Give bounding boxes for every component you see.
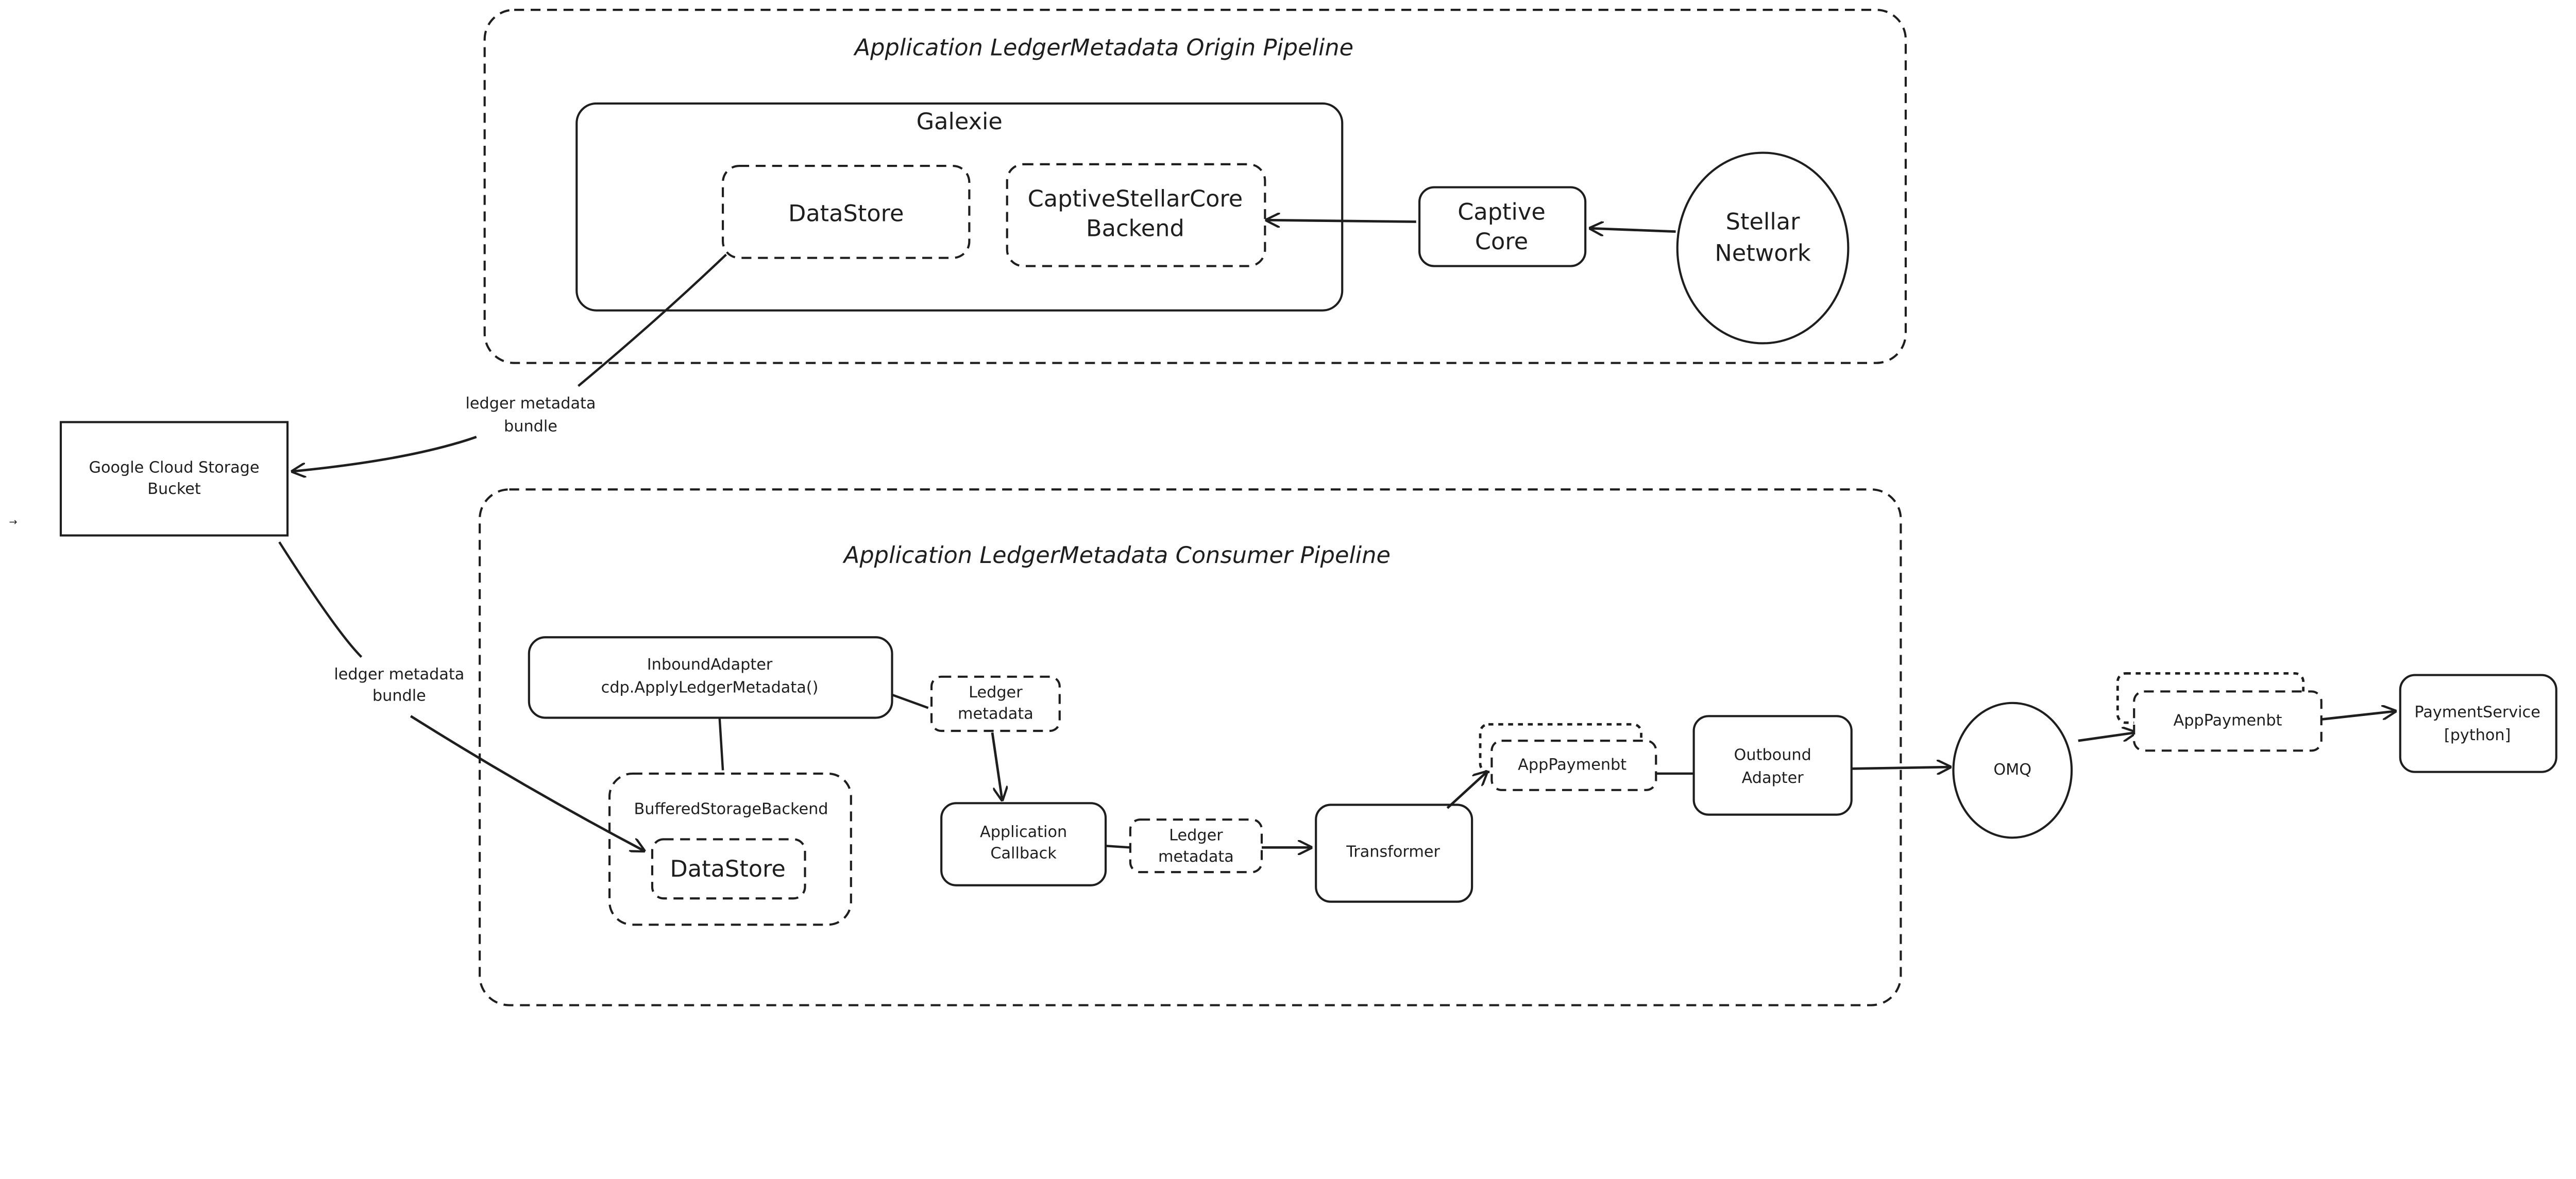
buffered-datastore-label: DataStore [670,856,786,882]
arrow-to-buffered-datastore [410,715,644,850]
outbound-adapter-node: Outbound Adapter [1692,715,1853,816]
ledger-metadata-2-line-1: Ledger [1169,827,1223,845]
captive-stellar-core-backend-node: CaptiveStellarCore Backend [1006,163,1266,267]
payment-service-line-2: [python] [2444,726,2511,744]
gcs-bucket-line-2: Bucket [147,480,201,498]
omq-node: OMQ [1952,702,2073,839]
galexie-datastore-label: DataStore [788,200,904,227]
payment-service-node: PaymentService [python] [2399,674,2557,773]
captive-core-node: Captive Core [1418,186,1587,267]
ledger-metadata-1-line-1: Ledger [969,684,1023,702]
edge-label-origin-line-1: ledger metadata [465,395,596,413]
consumer-pipeline-title: Application LedgerMetadata Consumer Pipe… [842,542,1391,569]
origin-pipeline-title: Application LedgerMetadata Origin Pipeli… [853,35,1353,61]
inbound-adapter-line-1: InboundAdapter [647,656,773,674]
inbound-adapter-node: InboundAdapter cdp.ApplyLedgerMetadata() [528,636,893,719]
captive-backend-line-2: Backend [1086,215,1184,242]
architecture-diagram: Application LedgerMetadata Origin Pipeli… [9,9,2557,1006]
edge-label-origin-line-2: bundle [504,418,557,436]
outbound-adapter-line-2: Adapter [1742,769,1804,787]
gcs-bucket-line-1: Google Cloud Storage [89,458,260,476]
arrow-captive-core-to-backend [1267,220,1416,221]
application-callback-line-2: Callback [990,845,1057,863]
edge-callback-to-ledger-metadata [1105,844,1131,849]
arrow-to-gcs-bucket [293,435,477,471]
app-payment-2-label: AppPaymenbt [2173,711,2282,729]
edge-label-consumer-line-2: bundle [372,687,426,705]
buffered-backend-label: BufferedStorageBackend [634,800,828,818]
edge-gcs-to-consumer-part1 [278,541,363,658]
arrow-to-app-payment-2 [2078,732,2136,742]
stellar-network-node: Stellar Network [1676,151,1850,345]
stellar-network-line-2: Network [1715,240,1810,266]
edge-datastore-to-gcs-part1 [578,253,727,387]
arrow-network-to-captive-core [1590,228,1676,231]
transformer-label: Transformer [1346,843,1440,861]
transformer-node: Transformer [1315,804,1473,903]
captive-core-line-2: Core [1475,228,1528,255]
outbound-adapter-line-1: Outbound [1734,746,1811,764]
arrow-to-application-callback [991,732,1002,800]
application-callback-line-1: Application [980,823,1067,841]
app-payment-1-label: AppPaymenbt [1518,756,1626,774]
app-payment-stack-1: AppPaymenbt [1479,723,1657,791]
edge-label-consumer-line-1: ledger metadata [334,665,464,684]
ledger-metadata-node-2: Ledger metadata [1129,818,1263,874]
stray-arrow-icon: → [9,516,18,528]
arrow-to-payment-service [2321,711,2395,721]
omq-label: OMQ [1993,761,2031,779]
origin-pipeline-container: Application LedgerMetadata Origin Pipeli… [483,9,1907,364]
app-payment-stack-2: AppPaymenbt [2116,672,2323,752]
galexie-box: Galexie [575,102,1344,312]
captive-backend-line-1: CaptiveStellarCore [1028,185,1243,212]
ledger-metadata-1-line-2: metadata [958,705,1033,723]
stellar-network-line-1: Stellar [1726,209,1800,235]
captive-core-line-1: Captive [1458,199,1546,226]
arrow-to-app-payment-1 [1446,772,1487,809]
consumer-pipeline-container: Application LedgerMetadata Consumer Pipe… [479,488,1902,1006]
payment-service-line-1: PaymentService [2414,703,2540,721]
application-callback-node: Application Callback [940,802,1107,886]
buffered-storage-backend-node: BufferedStorageBackend DataStore [608,772,852,926]
gcs-bucket-node: Google Cloud Storage Bucket [59,421,289,537]
ledger-metadata-2-line-2: metadata [1158,848,1234,866]
edge-inbound-to-ledger-metadata [891,693,929,709]
edge-inbound-to-buffered [718,717,724,771]
ledger-metadata-node-1: Ledger metadata [930,675,1061,732]
galexie-datastore-node: DataStore [721,164,971,259]
arrow-to-omq [1851,767,1950,768]
galexie-label: Galexie [917,108,1003,135]
inbound-adapter-line-2: cdp.ApplyLedgerMetadata() [601,679,819,697]
